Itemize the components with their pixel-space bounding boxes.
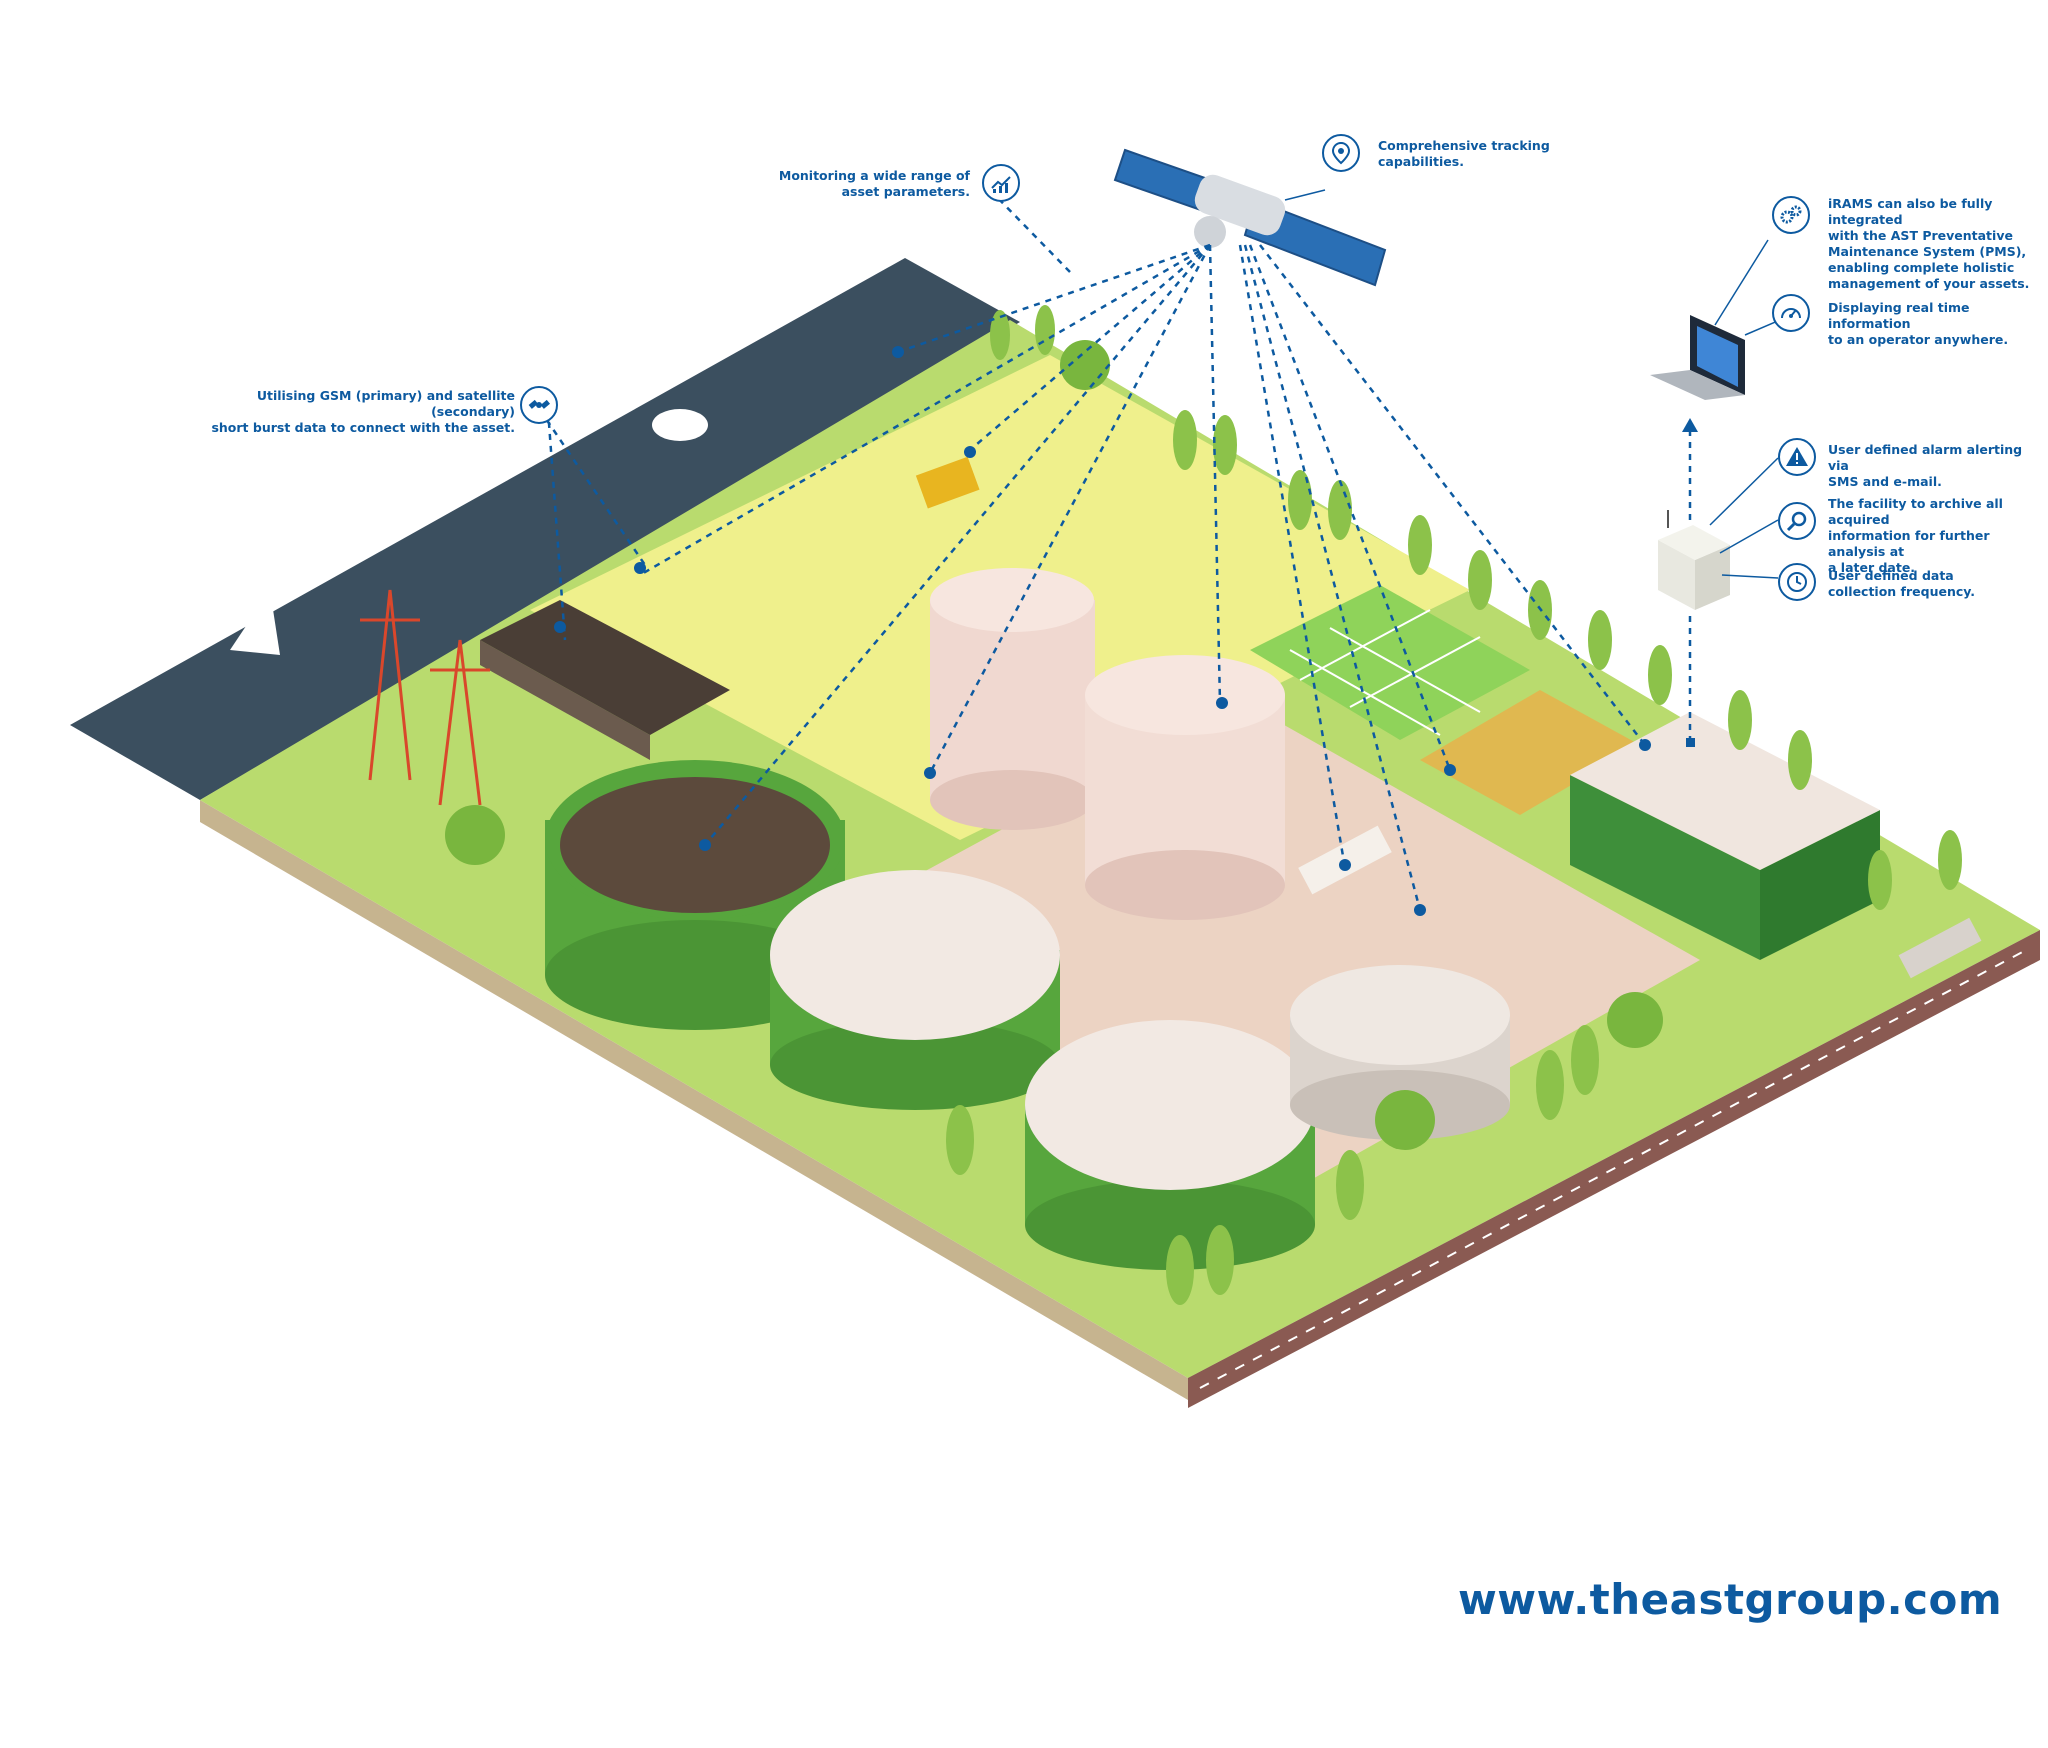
water-area <box>70 258 1020 800</box>
tree-row <box>946 305 1962 1305</box>
warning-icon <box>1778 438 1816 476</box>
satellite-icon <box>520 386 558 424</box>
connection-nodes <box>554 346 1695 916</box>
round-trees <box>445 340 1663 1150</box>
road-truck <box>1898 917 1982 979</box>
location-pin-icon <box>1322 134 1360 172</box>
sports-field-lines <box>1289 609 1481 736</box>
sand-pile <box>1420 690 1640 815</box>
satellite <box>1113 148 1387 287</box>
gears-icon <box>1772 196 1810 234</box>
website-url[interactable]: www.theastgroup.com <box>1458 1575 2003 1624</box>
harvester <box>915 456 980 509</box>
callout-frequency: User defined data collection frequency. <box>1828 568 1976 599</box>
callout-pms: iRAMS can also be fully integrated with … <box>1828 196 2030 291</box>
sailboat <box>230 590 280 655</box>
power-pylons <box>360 589 490 806</box>
data-logger <box>1658 510 1730 610</box>
callout-monitoring: Monitoring a wide range of asset paramet… <box>778 168 970 199</box>
clock-icon <box>1778 563 1816 601</box>
industrial-building <box>480 600 730 760</box>
warehouse <box>1570 712 1880 960</box>
pink-silo-1 <box>930 568 1095 830</box>
callout-tracking: Comprehensive tracking capabilities. <box>1378 138 1550 169</box>
callout-gsm: Utilising GSM (primary) and satellite (s… <box>211 388 515 435</box>
motorboat <box>652 409 708 441</box>
chart-icon <box>982 164 1020 202</box>
open-digester <box>545 760 845 1030</box>
magnifier-icon <box>1778 502 1816 540</box>
laptop <box>1650 315 1745 400</box>
callout-alarm: User defined alarm alerting via SMS and … <box>1828 442 2023 489</box>
dome-digester-2 <box>1025 1020 1315 1270</box>
road-marking <box>1199 947 2031 1389</box>
grey-tank <box>1290 965 1510 1140</box>
pink-silo-2 <box>1085 655 1285 920</box>
arrow-up <box>1682 418 1698 432</box>
callout-realtime: Displaying real time information to an o… <box>1828 300 2009 347</box>
callout-leaders <box>1284 189 1781 579</box>
connection-lines <box>538 189 1692 911</box>
callout-archive: The facility to archive all acquired inf… <box>1828 496 2003 575</box>
ground-side-left <box>200 800 1188 1400</box>
dome-digester-1 <box>770 870 1060 1110</box>
gauge-icon <box>1772 294 1810 332</box>
